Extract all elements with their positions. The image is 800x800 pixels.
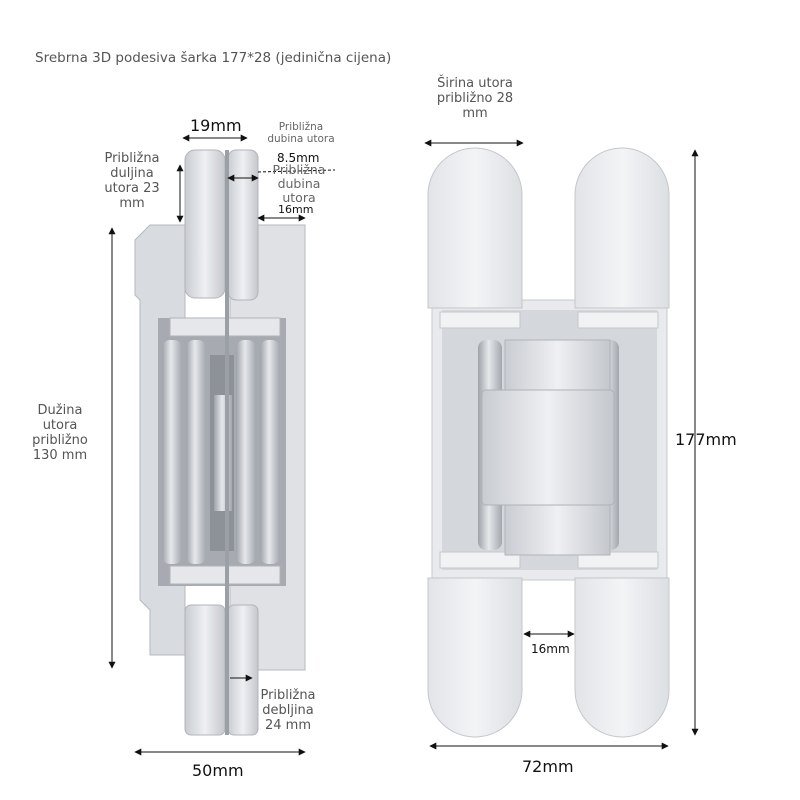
front-top-plate-left [427,147,523,309]
depth-overlay-line2: dubina [277,176,321,191]
length-line2: utora [42,417,78,433]
side-top-flange-left [184,149,226,299]
length-line3: približno [32,432,88,448]
depth-overlay-value: 16mm [278,203,314,216]
depth-overlay-label: Približna dubina utora [264,163,334,205]
depth-small-value: 8.5mm [277,151,320,165]
side-width-label: 50mm [192,761,244,780]
side-rod [236,340,256,564]
thickness-line3: 24 mm [264,717,311,733]
slot-length-line2: duljina [110,165,154,181]
diagram-title: Srebrna 3D podesiva šarka 177*28 (jedini… [35,50,392,66]
front-bottom-plate-left [427,577,523,738]
front-knuckle-body [481,389,615,506]
side-rod [186,340,206,564]
slot-length-line4: mm [119,195,145,211]
side-rod [162,340,182,564]
front-width-label: 72mm [522,757,574,776]
front-view-hinge [427,147,670,738]
height-label: 177mm [675,430,737,449]
depth-small-line1: Približna [278,121,324,133]
top-width-label: 19mm [190,116,242,135]
slot-width-label: Širina utora približno 28 mm [428,76,522,122]
front-top-plate-right [574,147,670,309]
thickness-line2: debljina [262,702,314,718]
side-rod [260,340,280,564]
slot-width-line2: približno 28 [436,90,514,106]
side-bottom-flange-left [184,604,226,736]
slot-width-line3: mm [462,105,488,121]
depth-small-line2: dubina utora [267,133,335,146]
slot-total-length-label: Dužina utora približno 130 mm [25,403,95,464]
gap-label: 16mm [531,642,570,656]
length-line4: 130 mm [32,447,88,463]
side-dimension-lines [108,134,336,756]
depth-small-label: Približna dubina utora [262,121,340,145]
depth-overlay-line1: Približna [272,162,326,177]
slot-length-line1: Približna [104,151,160,166]
front-bottom-plate-right [574,577,670,738]
thickness-line1: Približna [260,688,316,703]
side-view-hinge [134,149,306,736]
slot-width-line1: Širina utora [437,76,513,91]
side-top-flange-right [227,149,259,301]
thickness-label: Približna debljina 24 mm [252,688,324,734]
slot-length-label: Približna duljina utora 23 mm [102,151,162,212]
length-line1: Dužina [37,403,83,418]
slot-length-line3: utora 23 [104,180,160,196]
front-dimension-lines [424,139,699,750]
depth-overlay-line3: utora [282,190,316,205]
